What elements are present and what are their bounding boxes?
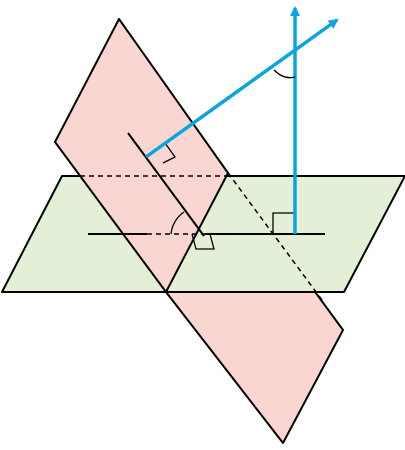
dihedral-angle-arc bbox=[170, 211, 185, 235]
tilted-plane-perpendicular-line bbox=[127, 132, 205, 237]
right-angle-marker-normal-horizontal bbox=[272, 212, 295, 234]
normal-vector-tilted-plane bbox=[144, 18, 339, 159]
right-angle-marker-tilted-line bbox=[191, 233, 215, 250]
tilted-plane-upper-part bbox=[54, 18, 229, 293]
normals-angle-arc bbox=[273, 69, 296, 79]
